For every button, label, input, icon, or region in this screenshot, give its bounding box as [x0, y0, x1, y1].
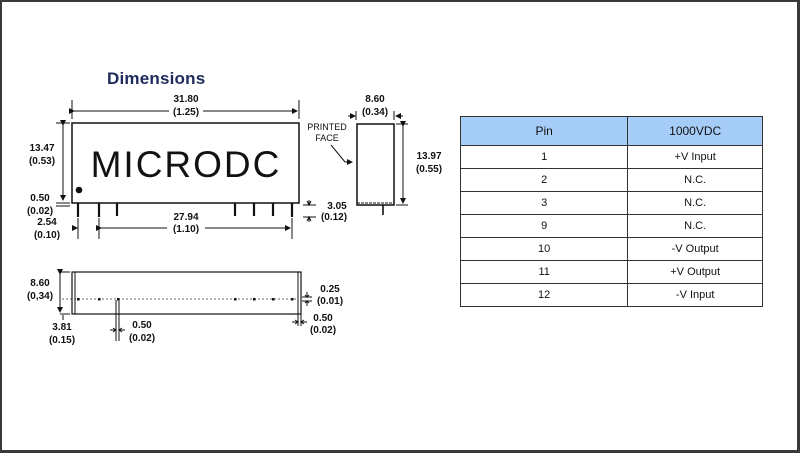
pin-dia-in-label: (0.02) [129, 333, 155, 344]
label-backdrop [169, 104, 203, 116]
span-in-label: (1.10) [173, 224, 199, 235]
end-gap-arrow [300, 319, 307, 325]
pin-number-cell: 11 [459, 260, 629, 284]
pin-dot [272, 298, 275, 301]
pin-dot [253, 298, 256, 301]
bottom-width-in-label: (0,34) [27, 291, 53, 302]
pins [76, 203, 294, 217]
pin-number-cell: 3 [459, 191, 629, 215]
side-height-in-label: (0.55) [416, 164, 442, 175]
height-mm-label: 13.47 [29, 143, 54, 154]
pin-function-table: Pin 1000VDC 1 +V Input 2 N.C. 3 N.C. 9 N… [459, 116, 763, 307]
table-row: 10 -V Output [459, 237, 763, 261]
front-view: 31.80 (1.25) MICRODC 13.47 (0.53) 0.50 (… [27, 94, 347, 241]
table-row: 3 N.C. [459, 191, 763, 215]
pin-function-cell: N.C. [627, 191, 763, 215]
label-backdrop [167, 222, 205, 234]
pin1-marker-dot [75, 186, 83, 194]
table-row: 12 -V Input [459, 283, 763, 307]
table-row: 2 N.C. [459, 168, 763, 192]
span-mm-label: 27.94 [173, 212, 198, 223]
end-gap-arrow [292, 319, 299, 325]
pin-number-cell: 9 [459, 214, 629, 238]
height-in-label: (0.53) [29, 156, 55, 167]
table-header-row: Pin 1000VDC [459, 116, 763, 146]
pin-dia-arrow [118, 327, 125, 333]
thickness-in-label: (0.01) [317, 296, 343, 307]
pin-number-cell: 1 [459, 145, 629, 169]
side-view: 8.60 (0.34) 13.97 (0.55) PRINTED FACE [307, 94, 442, 215]
pin-dot [291, 298, 294, 301]
pin-length-mm-label: 3.05 [327, 201, 347, 212]
pin-dot [234, 298, 237, 301]
pin-length-in-label: (0.12) [321, 212, 347, 223]
pin-dia-mm-label: 0.50 [132, 320, 152, 331]
column-header-1000vdc: 1000VDC [627, 116, 763, 146]
standoff-in-label: (0.02) [27, 206, 53, 217]
pin-number-cell: 12 [459, 283, 629, 307]
thickness-arrow [304, 292, 310, 298]
bottom-body [71, 271, 302, 315]
pin-row-offset-mm-label: 3.81 [52, 322, 72, 333]
pin-function-cell: -V Output [627, 237, 763, 261]
bottom-pin-dots [77, 298, 294, 301]
page-title: Dimensions [107, 69, 206, 88]
pin-dot [117, 298, 120, 301]
pin-row-offset-in-label: (0.15) [49, 335, 75, 346]
pin-function-cell: +V Output [627, 260, 763, 284]
pitch-in-label: (0.10) [34, 230, 60, 241]
side-width-in-label: (0.34) [362, 107, 388, 118]
table-row: 11 +V Output [459, 260, 763, 284]
end-gap-in-label: (0.02) [310, 325, 336, 336]
printed-face-label-line1: PRINTED [307, 122, 347, 132]
printed-face-label-line2: FACE [315, 133, 339, 143]
table-row: 1 +V Input [459, 145, 763, 169]
column-header-pin: Pin [459, 116, 629, 146]
pin-number-cell: 2 [459, 168, 629, 192]
pin-dia-arrow [110, 327, 117, 333]
thickness-mm-label: 0.25 [320, 284, 340, 295]
table-row: 9 N.C. [459, 214, 763, 238]
standoff-mm-label: 0.50 [30, 193, 50, 204]
pin-function-cell: N.C. [627, 168, 763, 192]
pin-function-cell: -V Input [627, 283, 763, 307]
length-in-label: (1.25) [173, 107, 199, 118]
printed-face-leader-arrow [330, 144, 353, 165]
length-mm-label: 31.80 [173, 94, 198, 105]
pin-length-arrow [306, 200, 312, 207]
module-body [71, 122, 300, 204]
pin-function-cell: N.C. [627, 214, 763, 238]
brand-text: MICRODC [91, 144, 282, 185]
bottom-view: 8.60 (0,34) 3.81 (0.15) 0.50 (0.02) 0.25… [27, 269, 343, 346]
pin-dot [98, 298, 101, 301]
pitch-mm-label: 2.54 [37, 217, 57, 228]
side-height-mm-label: 13.97 [416, 151, 441, 162]
pin-length-arrow [306, 215, 312, 222]
pin-dot [77, 298, 80, 301]
pin-number-cell: 10 [459, 237, 629, 261]
thickness-arrow [304, 300, 310, 306]
bottom-width-mm-label: 8.60 [30, 278, 50, 289]
pin-function-cell: +V Input [627, 145, 763, 169]
side-width-mm-label: 8.60 [365, 94, 385, 105]
end-gap-mm-label: 0.50 [313, 313, 333, 324]
side-body [356, 123, 395, 206]
